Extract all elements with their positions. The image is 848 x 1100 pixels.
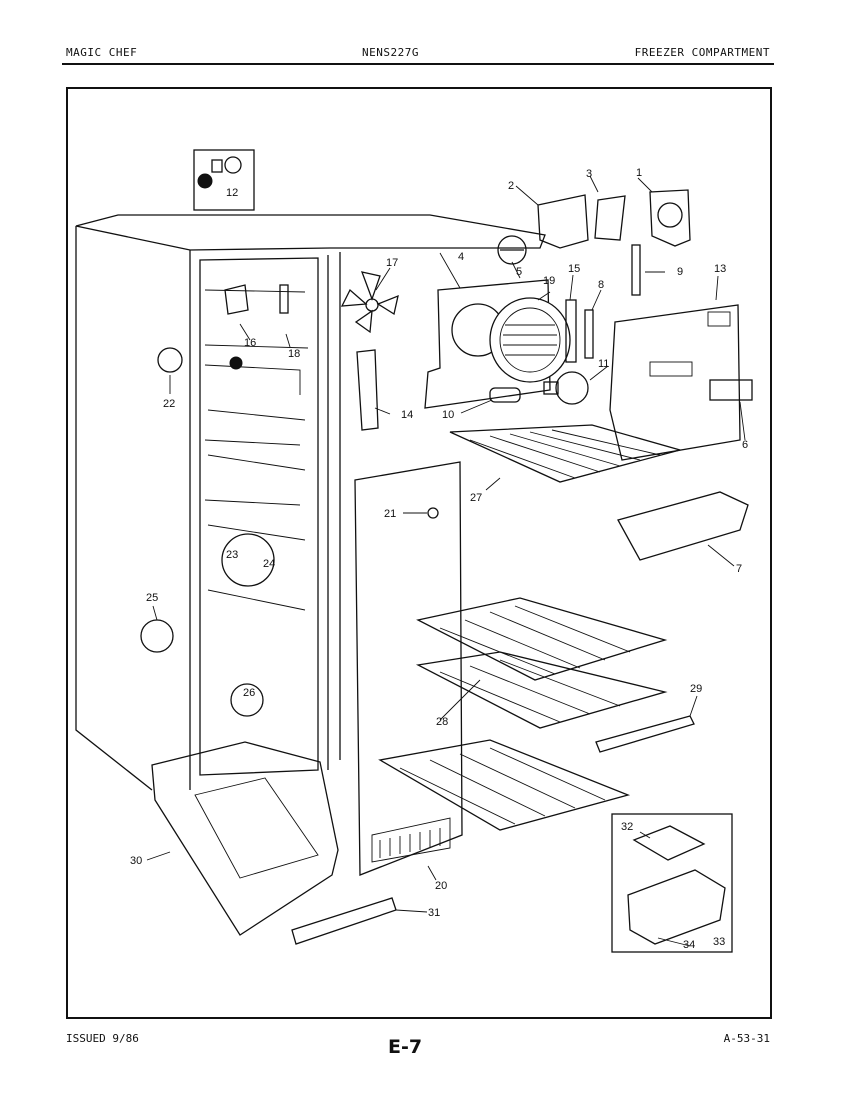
diagram-frame bbox=[66, 87, 772, 1019]
part-7-ice-tray bbox=[617, 491, 749, 561]
part-4-fan-housing bbox=[424, 279, 571, 409]
part-20-divider-panel bbox=[354, 461, 463, 876]
callout-2: 2 bbox=[508, 180, 514, 192]
part-29-strip bbox=[595, 715, 695, 753]
leader-lines bbox=[146, 175, 746, 947]
callout-11: 11 bbox=[598, 358, 609, 370]
callout-19: 19 bbox=[543, 275, 555, 287]
callout-28: 28 bbox=[436, 716, 448, 728]
callout-30: 30 bbox=[130, 855, 142, 867]
callout-14: 14 bbox=[401, 409, 413, 421]
header-model: NENS227G bbox=[362, 46, 419, 59]
callout-12: 12 bbox=[226, 187, 238, 199]
callout-31: 31 bbox=[428, 907, 440, 919]
callout-9: 9 bbox=[677, 266, 683, 278]
callout-labels: 1 2 3 4 5 6 7 8 9 10 11 12 13 14 15 16 1… bbox=[130, 167, 748, 951]
part-17-fan-blade bbox=[340, 271, 399, 334]
callout-32: 32 bbox=[621, 821, 633, 833]
part-5-motor-mount bbox=[497, 235, 527, 265]
callout-23: 23 bbox=[226, 549, 238, 561]
callout-27: 27 bbox=[470, 492, 482, 504]
callout-6: 6 bbox=[742, 439, 748, 451]
part-30-crisper-bin bbox=[151, 741, 339, 936]
callout-5: 5 bbox=[516, 266, 522, 278]
footer-page-number: E-7 bbox=[388, 1036, 423, 1058]
header-rule bbox=[62, 63, 774, 65]
callout-22: 22 bbox=[163, 398, 175, 410]
part-8-9-15-strips bbox=[565, 244, 641, 363]
footer-issued: ISSUED 9/86 bbox=[66, 1032, 139, 1045]
callout-10: 10 bbox=[442, 409, 454, 421]
callout-34: 34 bbox=[683, 939, 695, 951]
callout-29: 29 bbox=[690, 683, 702, 695]
part-1-2-3-brackets bbox=[537, 189, 691, 249]
part-28-shelves bbox=[378, 597, 668, 831]
callout-8: 8 bbox=[598, 279, 604, 291]
part-12-inset bbox=[193, 149, 255, 211]
header-brand: MAGIC CHEF bbox=[66, 46, 138, 59]
callout-20: 20 bbox=[435, 880, 447, 892]
part-31-strip bbox=[291, 897, 397, 945]
callout-16: 16 bbox=[244, 337, 256, 349]
callout-1: 1 bbox=[636, 167, 642, 179]
callout-3: 3 bbox=[586, 168, 592, 180]
part-27-shelf bbox=[449, 424, 683, 483]
callout-13: 13 bbox=[714, 263, 726, 275]
part-14-bracket bbox=[356, 349, 379, 431]
part-32-34-inset bbox=[611, 813, 733, 953]
callout-25: 25 bbox=[146, 592, 158, 604]
part-10-11-lamp bbox=[489, 371, 589, 405]
footer-code: A-53-31 bbox=[723, 1032, 770, 1045]
callout-21: 21 bbox=[384, 508, 396, 520]
callout-18: 18 bbox=[288, 348, 300, 360]
callout-7: 7 bbox=[736, 563, 742, 575]
callout-33: 33 bbox=[713, 936, 725, 948]
header-section: FREEZER COMPARTMENT bbox=[634, 46, 770, 59]
callout-4: 4 bbox=[458, 251, 464, 263]
callout-24: 24 bbox=[263, 558, 275, 570]
callout-15: 15 bbox=[568, 263, 580, 275]
callout-26: 26 bbox=[243, 687, 255, 699]
callout-17: 17 bbox=[386, 257, 398, 269]
